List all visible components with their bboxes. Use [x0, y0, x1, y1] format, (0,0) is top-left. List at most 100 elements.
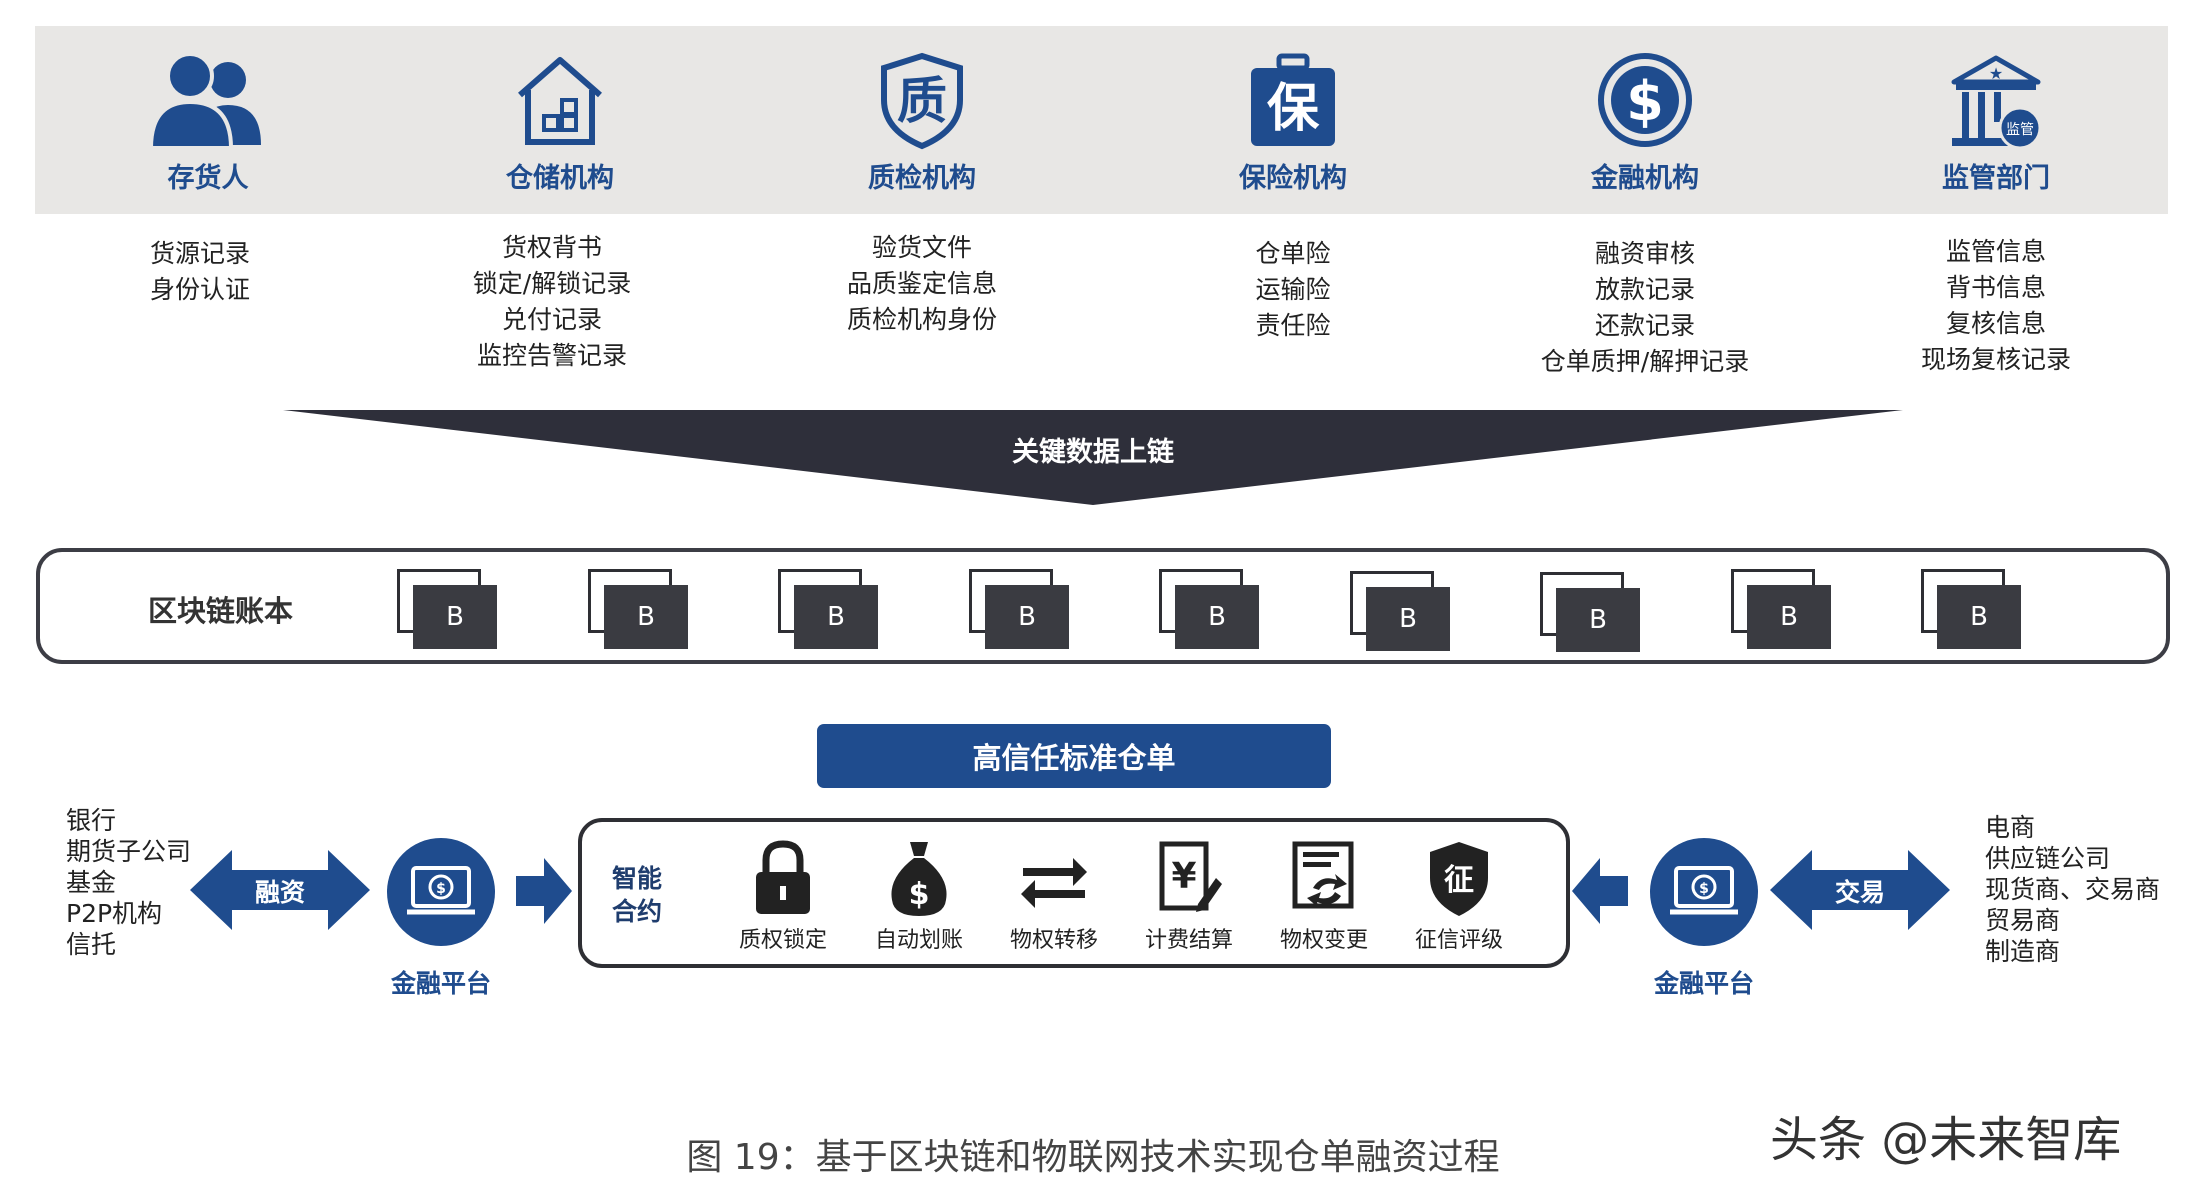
record-item: 责任险: [1255, 311, 1331, 340]
people-icon: [148, 52, 261, 150]
watermark: 头条 @未来智库: [1770, 1112, 2122, 1168]
money-bag-icon: $: [891, 842, 947, 916]
list-item: 信托: [66, 930, 117, 959]
list-item: 现货商、交易商: [1985, 875, 2161, 904]
function-credit-rating: 征 征信评级: [1394, 838, 1524, 954]
function-label: 物权变更: [1279, 928, 1368, 953]
records-financial: 融资审核 放款记录 还款记录 仓单质押/解押记录: [1480, 236, 1810, 380]
record-item: 还款记录: [1594, 311, 1695, 340]
actor-financial: $ 金融机构: [1495, 50, 1795, 195]
svg-text:¥: ¥: [1171, 856, 1196, 897]
actor-label: 存货人: [167, 163, 249, 194]
record-item: 仓单险: [1255, 239, 1331, 268]
record-item: 运输险: [1255, 275, 1331, 304]
list-item: 基金: [66, 868, 117, 897]
credit-shield-icon: 征: [1430, 842, 1488, 916]
funnel-label: 关键数据上链: [1012, 437, 1174, 468]
padlock-icon: [756, 840, 810, 914]
record-item: 监管信息: [1945, 237, 2046, 266]
actor-warehouse: 仓储机构: [410, 50, 710, 195]
function-ownership-transfer: 物权转移: [989, 838, 1119, 954]
smart-contract-label: 智能 合约: [612, 864, 663, 926]
record-item: 货权背书: [501, 233, 602, 262]
actor-insurance: 保 保险机构: [1143, 50, 1443, 195]
svg-text:★: ★: [1989, 64, 2003, 83]
actor-label: 仓储机构: [506, 163, 614, 194]
function-ownership-change: 物权变更: [1259, 838, 1389, 954]
actor-regulator: ★ 监管 监管部门: [1846, 50, 2146, 195]
record-item: 验货文件: [871, 233, 972, 262]
ledger-block: B: [1731, 569, 1831, 649]
record-item: 监控告警记录: [476, 341, 627, 370]
list-item: 供应链公司: [1985, 844, 2111, 873]
actor-label: 质检机构: [868, 163, 976, 194]
records-depositor: 货源记录 身份认证: [35, 236, 365, 308]
function-label: 物权转移: [1009, 928, 1098, 953]
record-item: 身份认证: [149, 275, 250, 304]
record-item: 现场复核记录: [1920, 345, 2071, 374]
function-auto-transfer: $ 自动划账: [854, 838, 984, 954]
top-band: [35, 26, 2168, 214]
record-item: 放款记录: [1594, 275, 1695, 304]
financial-platform-label-right: 金融平台: [1653, 969, 1754, 998]
financing-institutions-list: 银行 期货子公司 基金 P2P机构 信托: [66, 805, 191, 960]
ledger-block: B: [969, 569, 1069, 649]
list-item: 银行: [66, 806, 117, 835]
ledger-block: B: [588, 569, 688, 649]
actor-depositor: 存货人: [58, 50, 358, 195]
quality-glyph: 质: [897, 72, 947, 130]
financing-double-arrow: [190, 850, 370, 930]
record-item: 兑付记录: [501, 305, 602, 334]
svg-text:$: $: [1699, 881, 1709, 897]
financial-platform-icon-right: $: [1650, 838, 1758, 946]
function-pledge-lock: 质权锁定: [718, 838, 848, 954]
warehouse-icon: [518, 57, 602, 145]
ledger-block: B: [778, 569, 878, 649]
records-insurance: 仓单险 运输险 责任险: [1128, 236, 1458, 344]
quality-shield-icon: 质: [881, 52, 963, 150]
ledger-block: B: [1921, 569, 2021, 649]
insurance-glyph: 保: [1267, 79, 1320, 139]
ledger-block: B: [1350, 571, 1450, 651]
svg-text:$: $: [909, 877, 930, 912]
list-item: 制造商: [1985, 937, 2061, 966]
list-item: 电商: [1985, 813, 2036, 842]
funnel-arrow: [283, 410, 1903, 505]
record-item: 锁定/解锁记录: [472, 269, 632, 298]
record-item: 品质鉴定信息: [846, 269, 997, 298]
list-item: 贸易商: [1985, 906, 2061, 935]
list-item: P2P机构: [66, 899, 163, 928]
records-regulator: 监管信息 背书信息 复核信息 现场复核记录: [1831, 234, 2161, 378]
receipt-title: 高信任标准仓单: [817, 724, 1331, 788]
function-label: 质权锁定: [738, 928, 827, 953]
ledger-block: B: [1159, 569, 1259, 649]
blockchain-ledger: [36, 548, 2170, 664]
svg-text:$: $: [436, 881, 446, 897]
regulator-badge: 监管: [2006, 122, 2034, 138]
record-item: 货源记录: [149, 239, 250, 268]
record-item: 背书信息: [1945, 273, 2046, 302]
document-exchange-icon: [1292, 841, 1354, 909]
figure-caption: 图 19：基于区块链和物联网技术实现仓单融资过程: [686, 1137, 1500, 1178]
record-item: 质检机构身份: [846, 305, 997, 334]
smart-contract-box: [578, 818, 1570, 968]
ledger-block: B: [397, 569, 497, 649]
trade-double-arrow: [1770, 850, 1950, 930]
financing-label: 融资: [254, 878, 305, 907]
ledger-label: 区块链账本: [148, 594, 294, 628]
record-item: 融资审核: [1594, 239, 1695, 268]
function-billing-settlement: ¥ 计费结算: [1124, 838, 1254, 954]
function-label: 计费结算: [1144, 928, 1233, 953]
actor-label: 金融机构: [1591, 163, 1699, 194]
svg-text:$: $: [1626, 70, 1664, 133]
dollar-coin-icon: $: [1598, 53, 1692, 147]
function-label: 征信评级: [1414, 928, 1503, 953]
trade-parties-list: 电商 供应链公司 现货商、交易商 贸易商 制造商: [1985, 812, 2160, 967]
records-warehouse: 货权背书 锁定/解锁记录 兑付记录 监控告警记录: [387, 230, 717, 374]
function-label: 自动划账: [874, 928, 963, 953]
trade-label: 交易: [1834, 878, 1885, 907]
records-quality: 验货文件 品质鉴定信息 质检机构身份: [757, 230, 1087, 338]
financial-platform-icon-left: $: [387, 838, 495, 946]
credit-glyph: 征: [1444, 863, 1474, 898]
transfer-arrows-icon: [1021, 858, 1087, 908]
